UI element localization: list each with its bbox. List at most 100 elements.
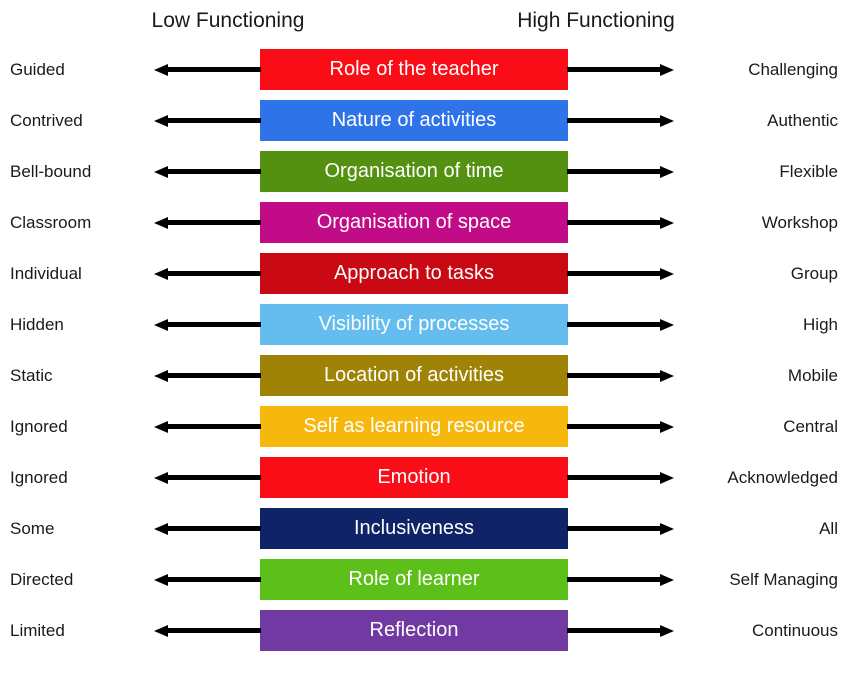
arrow-shaft <box>166 475 261 480</box>
left-arrow-icon <box>150 610 261 651</box>
left-arrow-icon <box>150 100 261 141</box>
continuum-row: Individual Approach to tasks Group <box>0 253 850 294</box>
arrow-shaft <box>567 271 662 276</box>
arrowhead-right-icon <box>660 420 674 433</box>
arrowhead-left-icon <box>154 165 168 178</box>
dimension-box: Location of activities <box>260 355 568 396</box>
right-arrow-icon <box>567 202 678 243</box>
continuum-row: Hidden Visibility of processes High <box>0 304 850 345</box>
arrow-shaft <box>166 169 261 174</box>
low-end-label: Directed <box>10 569 74 589</box>
arrowhead-left-icon <box>154 63 168 76</box>
arrow-shaft <box>166 118 261 123</box>
right-arrow-icon <box>567 610 678 651</box>
right-arrow-icon <box>567 49 678 90</box>
left-arrow-icon <box>150 49 261 90</box>
arrowhead-right-icon <box>660 216 674 229</box>
low-end-label: Guided <box>10 59 65 79</box>
left-arrow-icon <box>150 508 261 549</box>
high-end-label: Authentic <box>767 110 838 130</box>
arrowhead-left-icon <box>154 369 168 382</box>
right-arrow-icon <box>567 457 678 498</box>
arrow-shaft <box>567 373 662 378</box>
arrow-shaft <box>567 526 662 531</box>
arrowhead-right-icon <box>660 63 674 76</box>
dimension-box: Organisation of time <box>260 151 568 192</box>
left-arrow-icon <box>150 253 261 294</box>
arrow-shaft <box>567 475 662 480</box>
dimension-box: Approach to tasks <box>260 253 568 294</box>
high-end-label: High <box>803 314 838 334</box>
right-arrow-icon <box>567 304 678 345</box>
right-arrow-icon <box>567 559 678 600</box>
high-end-label: Mobile <box>787 365 838 385</box>
left-arrow-icon <box>150 457 261 498</box>
arrow-shaft <box>166 67 261 72</box>
left-arrow-icon <box>150 304 261 345</box>
arrowhead-right-icon <box>660 369 674 382</box>
arrowhead-right-icon <box>660 318 674 331</box>
low-end-label: Limited <box>10 620 65 640</box>
arrow-shaft <box>166 424 261 429</box>
high-functioning-header: High Functioning <box>517 9 675 32</box>
low-end-label: Hidden <box>10 314 64 334</box>
arrowhead-left-icon <box>154 267 168 280</box>
right-arrow-icon <box>567 355 678 396</box>
arrow-shaft <box>166 220 261 225</box>
low-end-label: Individual <box>10 263 82 283</box>
low-functioning-header: Low Functioning <box>151 9 305 32</box>
right-arrow-icon <box>567 253 678 294</box>
dimension-box: Organisation of space <box>260 202 568 243</box>
arrowhead-right-icon <box>660 624 674 637</box>
left-arrow-icon <box>150 406 261 447</box>
high-end-label: Continuous <box>751 620 838 640</box>
arrow-shaft <box>567 577 662 582</box>
arrowhead-right-icon <box>660 522 674 535</box>
high-end-label: Workshop <box>761 212 838 232</box>
dimension-box: Self as learning resource <box>260 406 568 447</box>
arrow-shaft <box>166 322 261 327</box>
arrow-shaft <box>166 526 261 531</box>
high-end-label: Group <box>790 263 838 283</box>
low-end-label: Contrived <box>10 110 83 130</box>
dimension-box: Visibility of processes <box>260 304 568 345</box>
right-arrow-icon <box>567 100 678 141</box>
arrow-shaft <box>166 577 261 582</box>
arrowhead-left-icon <box>154 573 168 586</box>
dimension-box: Emotion <box>260 457 568 498</box>
high-end-label: Self Managing <box>729 569 838 589</box>
arrowhead-left-icon <box>154 420 168 433</box>
arrowhead-left-icon <box>154 624 168 637</box>
arrowhead-right-icon <box>660 471 674 484</box>
dimension-box: Role of the teacher <box>260 49 568 90</box>
high-end-label: Central <box>783 416 838 436</box>
arrowhead-left-icon <box>154 471 168 484</box>
arrow-shaft <box>166 271 261 276</box>
low-end-label: Some <box>10 518 55 538</box>
left-arrow-icon <box>150 151 261 192</box>
arrowhead-right-icon <box>660 573 674 586</box>
right-arrow-icon <box>567 151 678 192</box>
arrow-shaft <box>567 67 662 72</box>
right-arrow-icon <box>567 508 678 549</box>
continuum-row: Directed Role of learner Self Managing <box>0 559 850 600</box>
arrow-shaft <box>567 628 662 633</box>
dimension-box: Inclusiveness <box>260 508 568 549</box>
arrow-shaft <box>166 628 261 633</box>
high-end-label: Acknowledged <box>727 467 838 487</box>
high-end-label: Flexible <box>779 161 838 181</box>
dimension-box: Role of learner <box>260 559 568 600</box>
arrowhead-left-icon <box>154 216 168 229</box>
arrowhead-right-icon <box>660 267 674 280</box>
arrow-shaft <box>567 118 662 123</box>
left-arrow-icon <box>150 355 261 396</box>
high-end-label: Challenging <box>748 59 838 79</box>
right-arrow-icon <box>567 406 678 447</box>
